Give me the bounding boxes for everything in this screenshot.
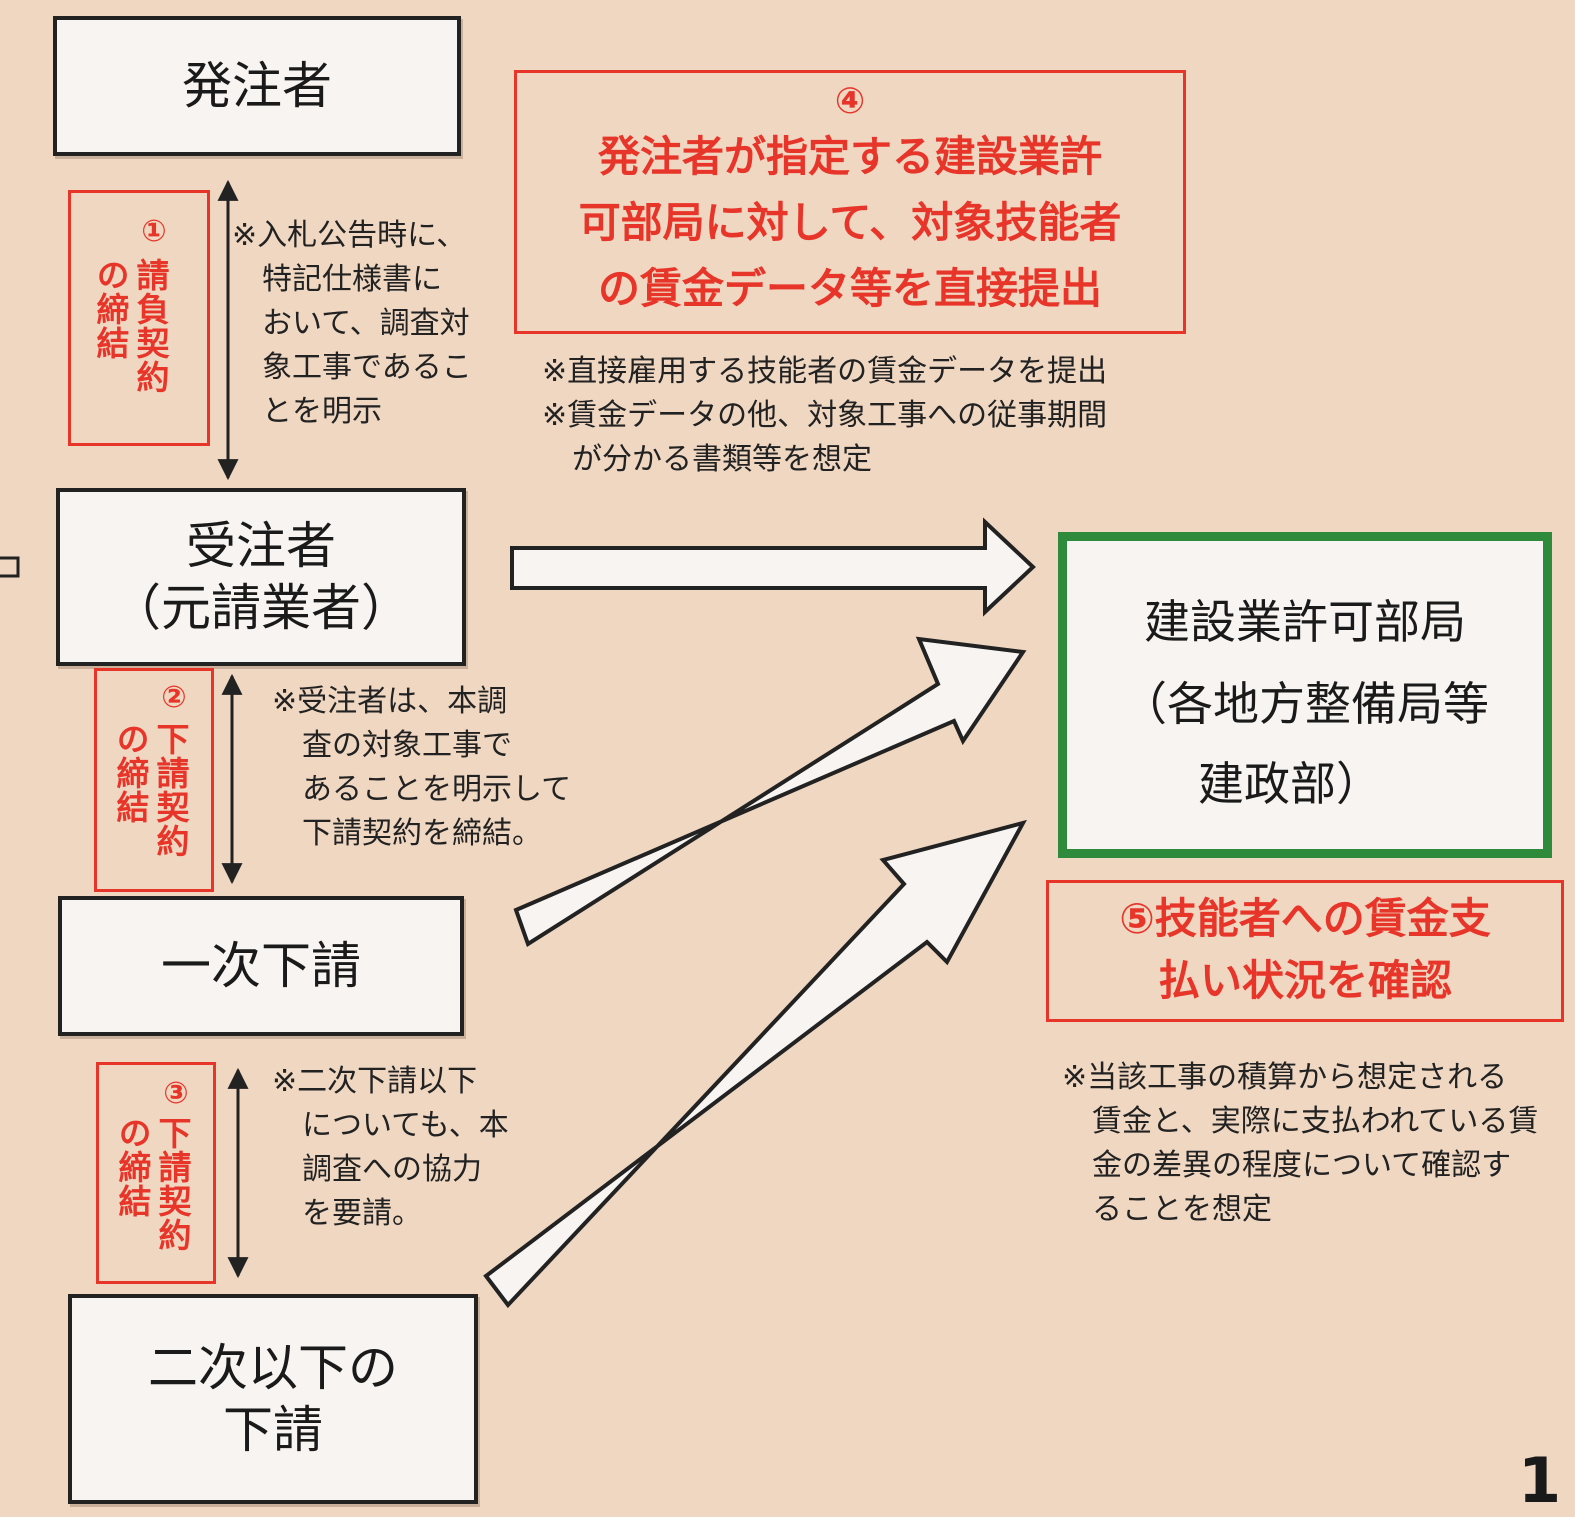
step5-title: ⑤技能者への賃金支 払い状況を確認 [1046, 888, 1564, 1012]
step4-title: ④ 発注者が指定する建設業許 可部局に対して、対象技能者 の賃金データ等を直接提… [514, 80, 1186, 322]
step1-label: 請負契約の締結 [91, 258, 170, 394]
step1-frame [68, 190, 210, 446]
box-contractor-line2: （元請業者） [111, 579, 411, 637]
note-step5-line: ※当該工事の積算から想定される [1062, 1060, 1508, 1095]
note-step4-line: ※賃金データの他、対象工事への従事期間 [542, 398, 1108, 433]
note-step1-line: とを明示 [262, 394, 382, 429]
step4-line: 発注者が指定する建設業許 [597, 132, 1102, 181]
note-step5-line: ることを想定 [1092, 1192, 1272, 1227]
step5-line: ⑤技能者への賃金支 [1119, 894, 1491, 943]
box-client-label: 発注者 [182, 56, 332, 115]
left-edge-bracket [0, 556, 20, 578]
box-authority: 建設業許可部局 （各地方整備局等 建政部） [1058, 532, 1552, 858]
big-arrow-second-sub-to-authority [483, 819, 1027, 1309]
note-step4-line: ※直接雇用する技能者の賃金データを提出 [542, 354, 1108, 389]
note-step3-line: についても、本 [302, 1108, 509, 1143]
note-step2-line: 査の対象工事で [302, 728, 512, 763]
note-step4: ※直接雇用する技能者の賃金データを提出 ※賃金データの他、対象工事への従事期間 … [542, 350, 1107, 482]
note-step5-line: 賃金と、実際に支払われている賃 [1092, 1104, 1539, 1139]
step3-label: 下請契約の締結 [113, 1116, 192, 1252]
note-step2-line: 下請契約を締結。 [302, 816, 542, 851]
note-step4-line: が分かる書類等を想定 [572, 442, 872, 477]
big-arrow-first-sub-to-authority [513, 636, 1027, 948]
step2-number: ② [161, 680, 187, 715]
step2-frame [94, 668, 214, 892]
box-authority-line1: 建設業許可部局 [1144, 595, 1466, 649]
step3-number: ③ [163, 1076, 189, 1111]
box-authority-line3: 建政部） [1198, 757, 1382, 811]
step5-frame [1046, 880, 1564, 1022]
note-step1-line: おいて、調査対 [262, 306, 470, 341]
box-contractor: 受注者 （元請業者） [56, 488, 466, 666]
note-step1: ※入札公告時に、 特記仕様書に おいて、調査対 象工事であるこ とを明示 [232, 214, 472, 434]
note-step1-line: 特記仕様書に [262, 262, 442, 297]
step3-frame [96, 1062, 216, 1284]
step4-line: の賃金データ等を直接提出 [597, 264, 1102, 313]
note-step3-line: を要請。 [302, 1196, 422, 1231]
note-step1-line: ※入札公告時に、 [232, 218, 467, 253]
step1-number: ① [141, 214, 167, 249]
box-first-sub-label: 一次下請 [161, 936, 361, 995]
note-step3-line: 調査への協力 [302, 1152, 482, 1187]
note-step2-line: あることを明示して [302, 772, 572, 807]
step4-frame [514, 70, 1186, 334]
step4-number: ④ [834, 81, 866, 122]
box-second-sub-line2: 下請 [223, 1401, 323, 1459]
box-second-sub: 二次以下の 下請 [68, 1294, 478, 1504]
box-contractor-line1: 受注者 [186, 516, 336, 575]
box-second-sub-line1: 二次以下の [148, 1338, 398, 1397]
step5-line: 払い状況を確認 [1157, 956, 1452, 1005]
note-step2: ※受注者は、本調 査の対象工事で あることを明示して 下請契約を締結。 [272, 680, 571, 856]
page-number: 1 [1518, 1444, 1562, 1517]
box-authority-line2: （各地方整備局等 [1121, 677, 1489, 731]
step2-label: 下請契約の締結 [111, 722, 190, 858]
box-first-sub: 一次下請 [58, 896, 464, 1036]
note-step2-line: ※受注者は、本調 [272, 684, 508, 719]
note-step3: ※二次下請以下 についても、本 調査への協力 を要請。 [272, 1060, 509, 1236]
step4-line: 可部局に対して、対象技能者 [578, 198, 1122, 247]
note-step5: ※当該工事の積算から想定される 賃金と、実際に支払われている賃 金の差異の程度に… [1062, 1056, 1538, 1232]
note-step3-line: ※二次下請以下 [272, 1064, 478, 1099]
box-client: 発注者 [53, 16, 461, 156]
note-step5-line: 金の差異の程度について確認す [1092, 1148, 1512, 1183]
big-arrow-contractor-to-authority [510, 517, 1036, 617]
note-step1-line: 象工事であるこ [262, 350, 472, 385]
